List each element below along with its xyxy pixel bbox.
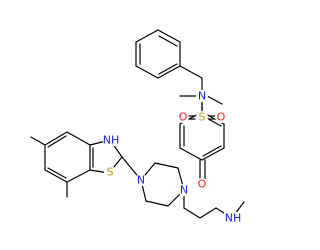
atom-s-thiazole: S [104,166,116,179]
bond [199,207,217,219]
bond [30,136,46,146]
bond [157,29,181,43]
bond [202,145,222,157]
label-backdrop [196,111,208,123]
atom-nh-thiazole: NH [103,134,120,147]
bond [47,135,67,148]
bond [47,167,67,179]
atom-n-sulfonamide: N [196,90,208,103]
label-backdrop [196,178,208,190]
atom-n-piperazine-left: N [135,174,147,187]
bond [44,131,68,146]
bonds [30,29,245,219]
label-backdrop [104,166,116,178]
bond [158,35,178,47]
bond [145,200,169,207]
label-backdrop [178,184,190,196]
atom-n-piperazine-right: N [178,184,190,197]
molecule-diagram: S NH N N NH O S O [30,29,245,225]
label-backdrop [215,111,227,123]
atom-s-sulfonyl: S [196,111,208,124]
atom-label-o: O [217,111,226,124]
label-backdrop [196,90,208,102]
bond [183,207,201,219]
atom-o-sulfonyl-right: O [215,111,227,124]
bond [179,65,203,79]
bond [66,169,91,183]
atom-label-n: N [198,90,206,103]
atom-label-nh: NH [103,134,120,147]
atom-label-n: N [137,174,145,187]
atom-labels: S NH N N NH O S O [103,90,242,225]
label-backdrop [103,134,119,146]
label-backdrop [177,111,189,123]
atom-label-n: N [180,184,188,197]
bond [135,29,159,43]
atom-nh-amide: NH [224,212,242,225]
atom-o-amide: O [196,178,208,191]
bond [201,147,225,161]
label-backdrop [224,212,242,224]
atom-o-sulfonyl-left: O [177,111,189,124]
label-backdrop [135,174,147,186]
bond [157,65,181,79]
bond [158,63,178,75]
atom-label-o: O [198,178,207,191]
atom-label-s: S [107,166,114,179]
molecule-structure: S NH N N NH O S O [30,29,245,225]
atom-label-s: S [199,111,206,124]
atom-label-o: O [179,111,188,124]
bond [66,131,91,146]
atom-label-nh: NH [225,212,242,225]
bond [135,65,159,79]
bond [154,162,179,169]
bond [206,95,223,105]
bond [179,147,203,161]
bond [44,169,68,183]
